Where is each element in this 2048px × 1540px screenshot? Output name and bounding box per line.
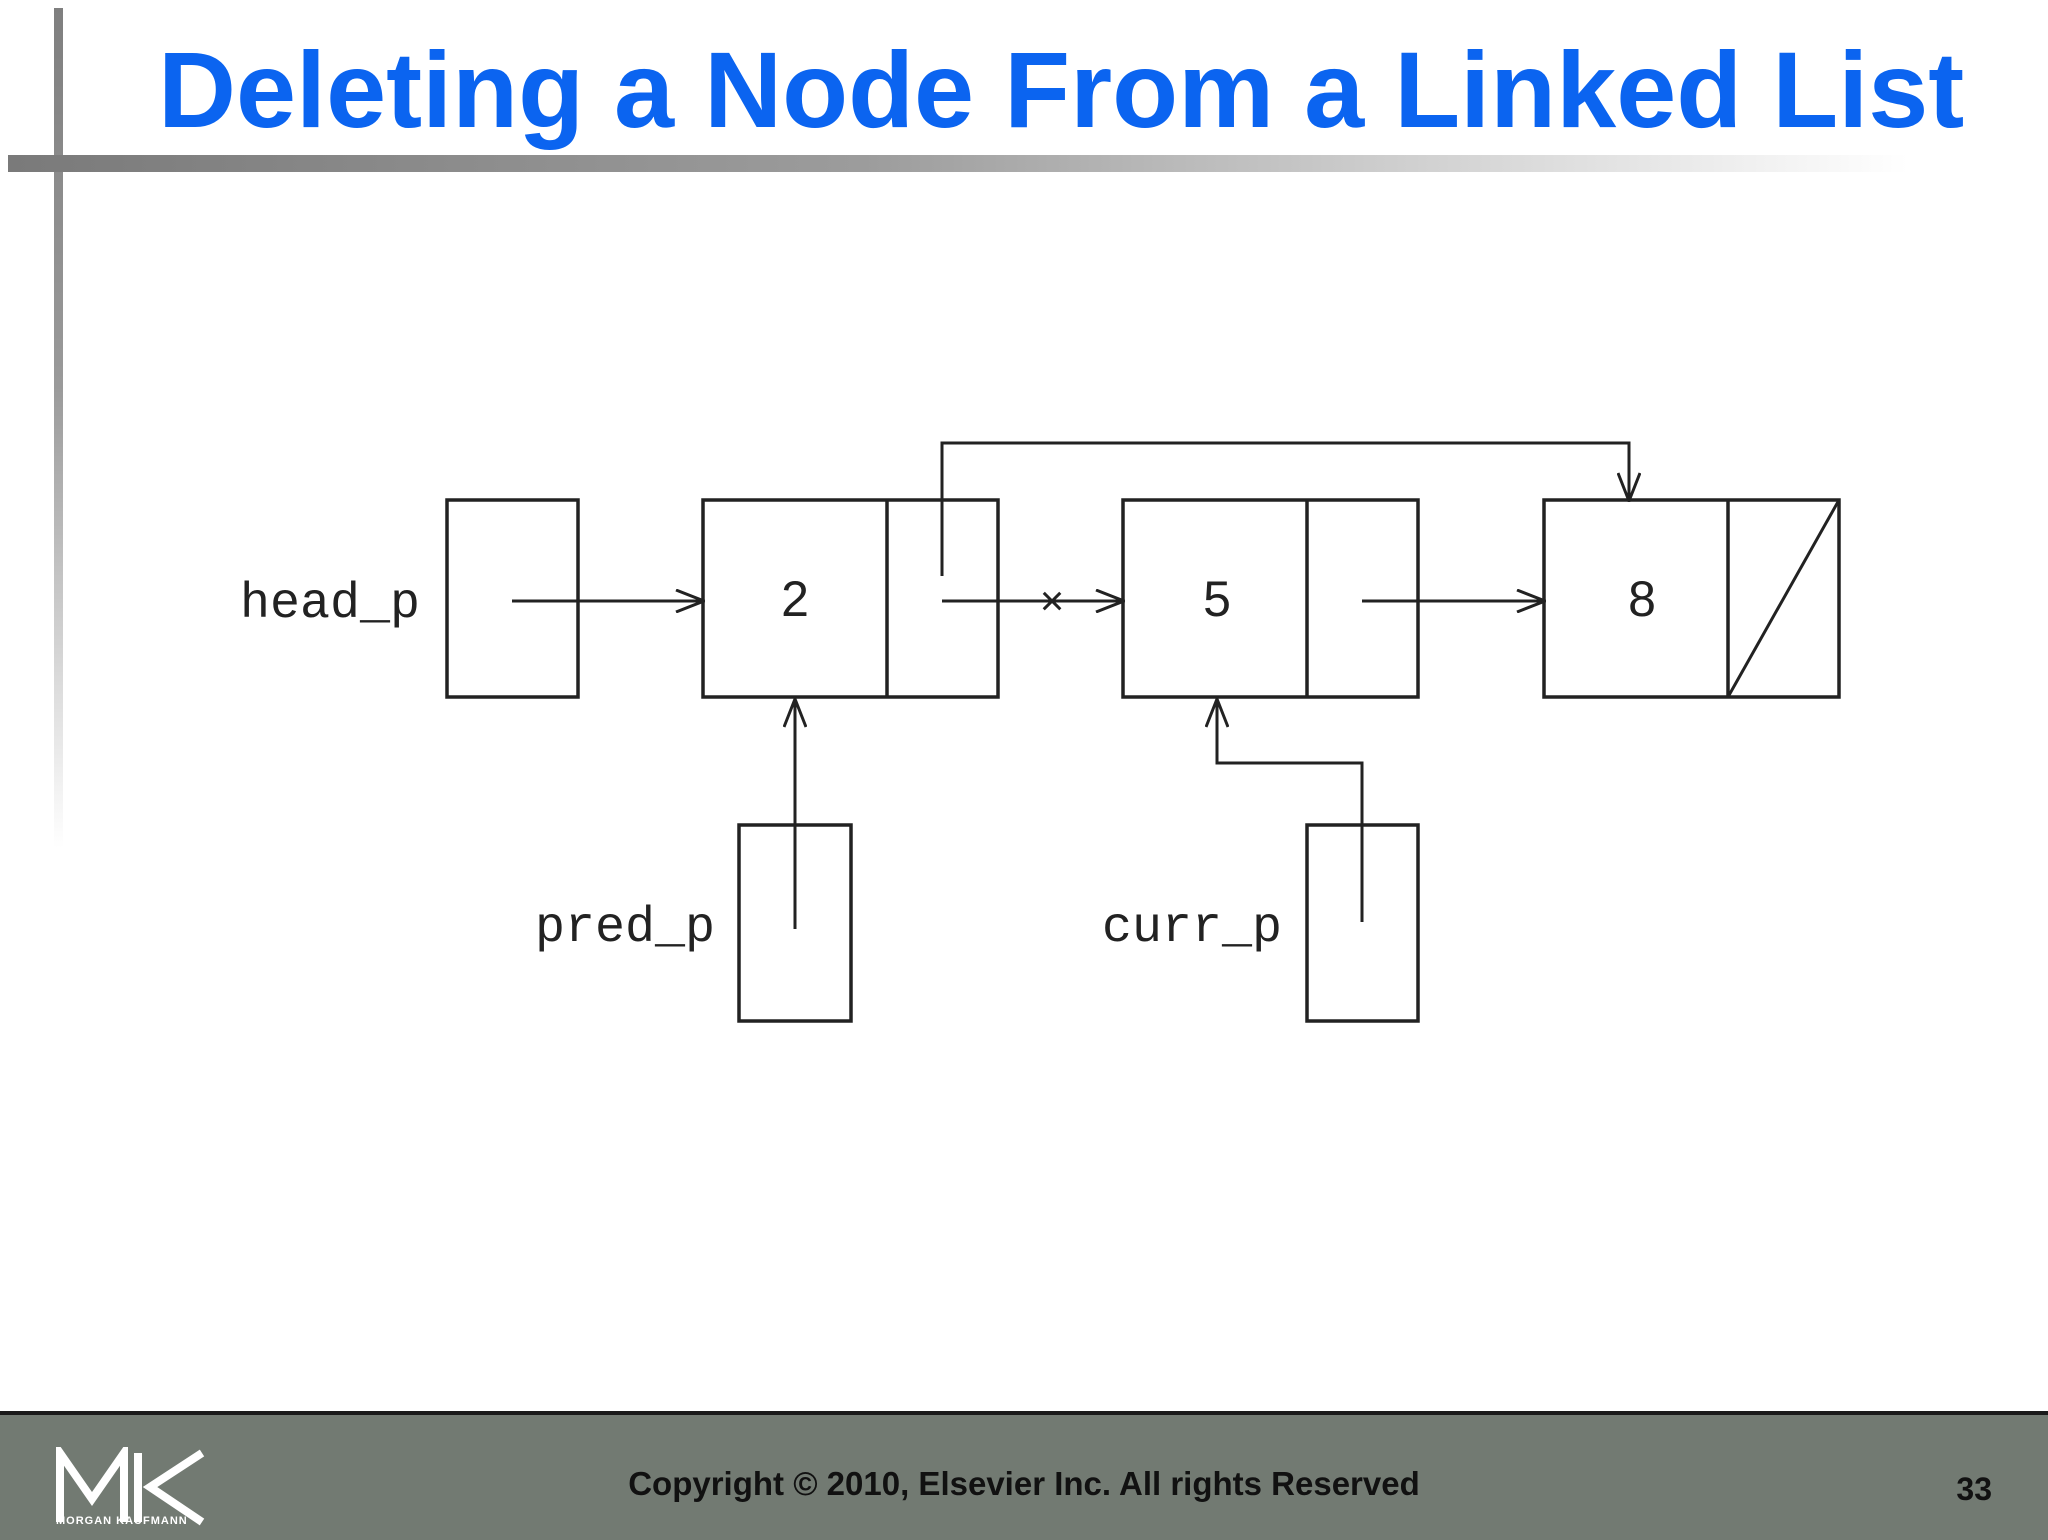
copyright-text: Copyright © 2010, Elsevier Inc. All righ… <box>628 1465 1420 1502</box>
horizontal-accent-bar <box>8 155 1908 172</box>
node-2-value: 2 <box>781 571 809 627</box>
logo-subtext: MORGAN KAUFMANN <box>56 1515 188 1527</box>
curr-to-node-5-arrow <box>1217 699 1364 922</box>
node-5-value: 5 <box>1203 571 1231 627</box>
removed-link-mark: × <box>1040 577 1065 624</box>
slide-title: Deleting a Node From a Linked List <box>158 29 1965 150</box>
node-8-null-slash <box>1726 499 1841 698</box>
linked-list-diagram: head_p 2 5 8 × pred_p curr_p <box>240 441 1841 1023</box>
slide-footer: MORGAN KAUFMANN Copyright © 2010, Elsevi… <box>0 1411 2048 1540</box>
page-number: 33 <box>1956 1471 1992 1507</box>
node-8-value: 8 <box>1628 571 1656 627</box>
mk-logo-icon <box>56 1447 205 1526</box>
node-2-to-node-8-bypass-link <box>940 441 1629 576</box>
curr-pointer-label: curr_p <box>1102 900 1282 957</box>
vertical-accent-bar <box>54 8 63 848</box>
node-8-box <box>1542 498 1841 699</box>
head-pointer-box <box>445 498 580 699</box>
node-5-box <box>1121 498 1420 699</box>
node-2-box <box>701 498 1000 699</box>
head-pointer-label: head_p <box>240 576 420 633</box>
pred-pointer-label: pred_p <box>535 900 715 957</box>
